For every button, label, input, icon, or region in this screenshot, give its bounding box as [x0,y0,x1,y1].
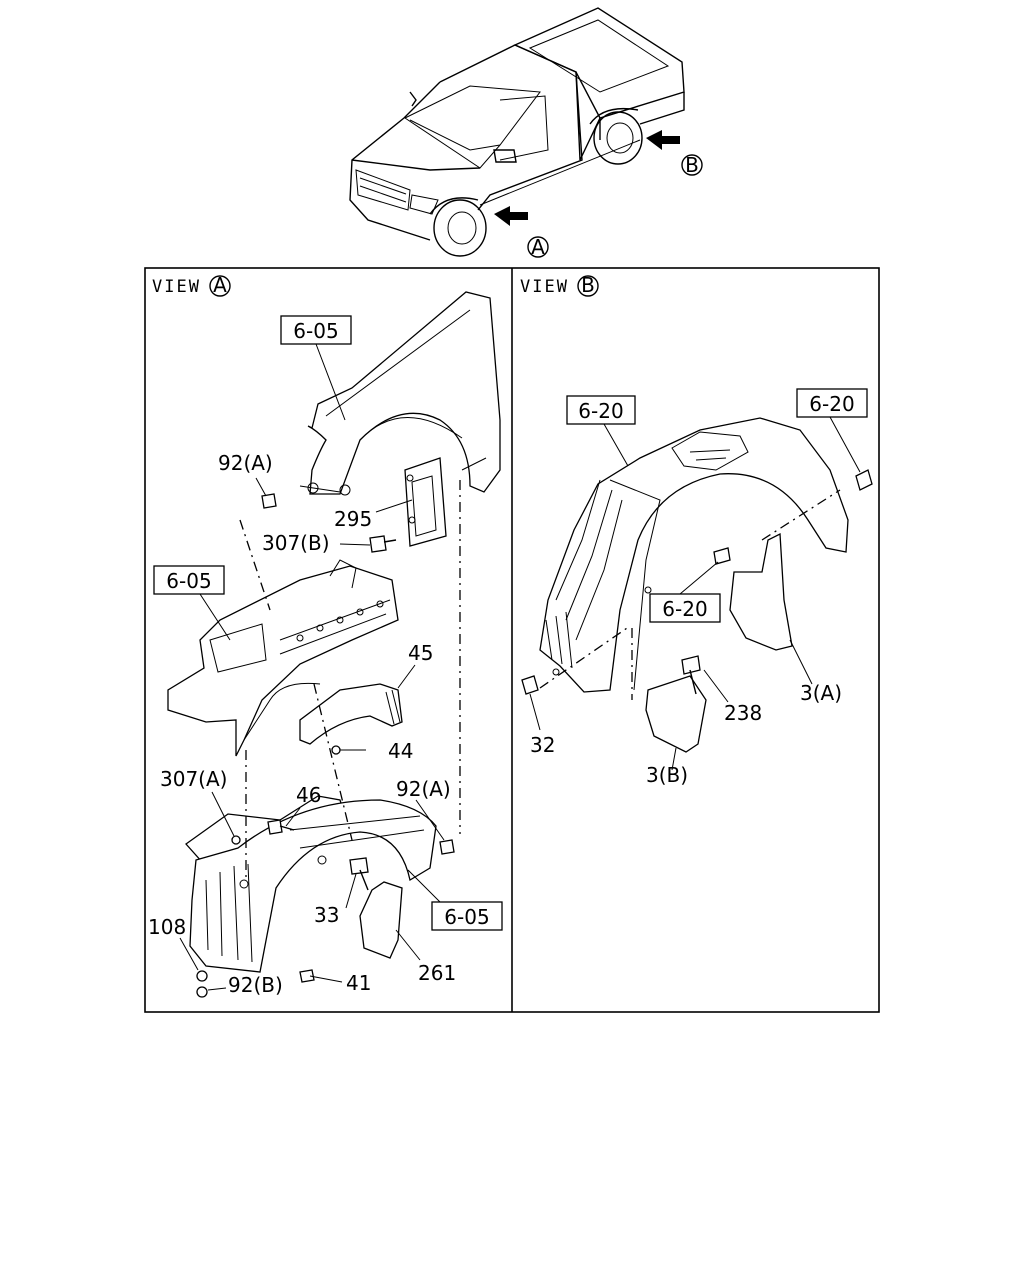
label-307a: 307(A) [160,767,227,791]
label-3b: 3(B) [646,763,688,787]
view-a-circle: A [213,273,227,297]
label-33: 33 [314,903,339,927]
view-b-circle: B [581,273,595,297]
view-a-title: VIEW [152,277,201,297]
label-295: 295 [334,507,372,531]
label-44: 44 [388,739,413,763]
view-b-title: VIEW [520,277,569,297]
view-b-panel: VIEW B 6-20 6-20 6-20 [520,273,873,787]
label-41: 41 [346,971,371,995]
label-32: 32 [530,733,555,757]
ref-6-05-middle: 6-05 [166,569,211,593]
ref-6-20-right: 6-20 [809,392,854,416]
truck-illustration: A B [349,7,703,259]
label-3a: 3(A) [800,681,842,705]
label-238: 238 [724,701,762,725]
label-307b: 307(B) [262,531,330,555]
label-108: 108 [148,915,186,939]
label-261: 261 [418,961,456,985]
label-92b: 92(B) [228,973,283,997]
ref-6-05-bottom: 6-05 [444,905,489,929]
callout-b: B [685,153,699,177]
ref-6-05-top: 6-05 [293,319,338,343]
label-92a-top: 92(A) [218,451,273,475]
callout-a: A [531,235,545,259]
label-45: 45 [408,641,433,665]
ref-6-20-middle: 6-20 [662,597,707,621]
view-a-panel: VIEW A [148,273,503,998]
label-46: 46 [296,783,321,807]
ref-6-20-left: 6-20 [578,399,623,423]
label-92a-lower: 92(A) [396,777,451,801]
